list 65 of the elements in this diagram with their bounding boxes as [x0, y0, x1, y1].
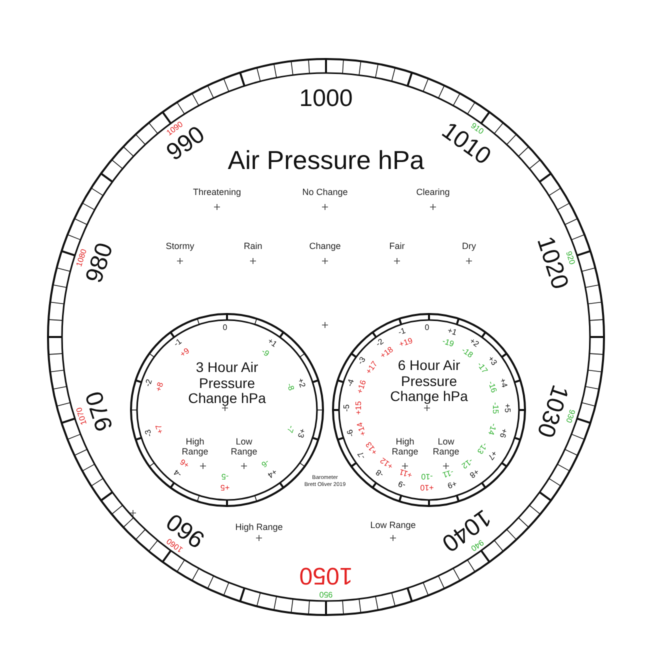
weather-label: Fair	[389, 240, 405, 252]
scale-number: 920	[564, 250, 576, 266]
scale-number: -19	[441, 338, 455, 349]
weather-label: Clearing	[416, 186, 450, 198]
dial-heading: 3 Hour Air Pressure Change hPa	[187, 360, 267, 408]
weather-label: Dry	[462, 240, 476, 252]
scale-number: -15	[491, 402, 499, 414]
scale-number: +4	[266, 466, 278, 479]
scale-number: +6	[178, 457, 192, 469]
scale-number: 1000	[299, 87, 353, 111]
scale-number: -1	[172, 338, 184, 349]
range-label: High Range	[235, 522, 283, 532]
scale-number: +9	[446, 478, 458, 490]
scale-number: -8	[284, 382, 295, 392]
scale-number: -4	[346, 378, 356, 388]
scale-number: -6	[260, 458, 270, 468]
scale-number: -10	[421, 472, 433, 480]
range-label: Low Range	[370, 520, 416, 530]
scale-number: -1	[398, 327, 407, 337]
scale-number: +4	[498, 378, 508, 389]
scale-number: 0	[424, 324, 430, 332]
range-label: Low Range	[432, 436, 460, 458]
scale-number: +1	[266, 337, 278, 350]
scale-number: 950	[319, 590, 333, 598]
scale-number: +5	[220, 483, 230, 491]
scale-number: +10	[420, 483, 434, 491]
scale-number: -3	[144, 428, 154, 438]
scale-number: -9	[260, 348, 270, 358]
scale-number: -6	[346, 428, 356, 438]
scale-number: -11	[442, 467, 454, 478]
scale-number: +11	[398, 466, 414, 478]
scale-number: +2	[296, 378, 306, 389]
scale-number: -9	[398, 479, 407, 489]
weather-label: Threatening	[192, 186, 242, 198]
scale-number: -2	[144, 378, 154, 388]
dial-heading: 6 Hour Air Pressure Change hPa	[389, 358, 468, 406]
scale-number: +5	[503, 403, 511, 413]
scale-number: -4	[172, 467, 184, 478]
scale-number: +16	[356, 379, 368, 395]
scale-number: +14	[356, 421, 368, 437]
scale-number: -7	[284, 424, 295, 434]
scale-number: +6	[498, 427, 508, 438]
scale-number: -14	[486, 422, 498, 436]
scale-number: +1	[446, 326, 458, 338]
weather-label: Change	[309, 240, 341, 252]
scale-number: 930	[564, 408, 576, 424]
scale-number: -16	[486, 380, 498, 394]
scale-number: 1070	[75, 406, 88, 426]
scale-number: 1080	[75, 248, 88, 268]
scale-number: -5	[221, 472, 229, 480]
scale-number: +8	[155, 381, 166, 393]
weather-label: No Change	[302, 186, 348, 198]
scale-number: +19	[398, 337, 414, 350]
range-label: High Range	[180, 436, 210, 458]
scale-number: +9	[178, 347, 192, 359]
scale-number: -5	[343, 404, 351, 412]
scale-number: +3	[296, 427, 306, 438]
scale-number: 0	[222, 324, 228, 332]
scale-number: +7	[155, 423, 166, 435]
scale-number: +15	[355, 401, 363, 415]
weather-label: Stormy	[166, 240, 194, 252]
weather-label: Rain	[244, 240, 262, 252]
range-label: High Range	[390, 436, 420, 458]
range-label: Low Range	[230, 436, 258, 458]
scale-number: 1050	[299, 563, 353, 587]
